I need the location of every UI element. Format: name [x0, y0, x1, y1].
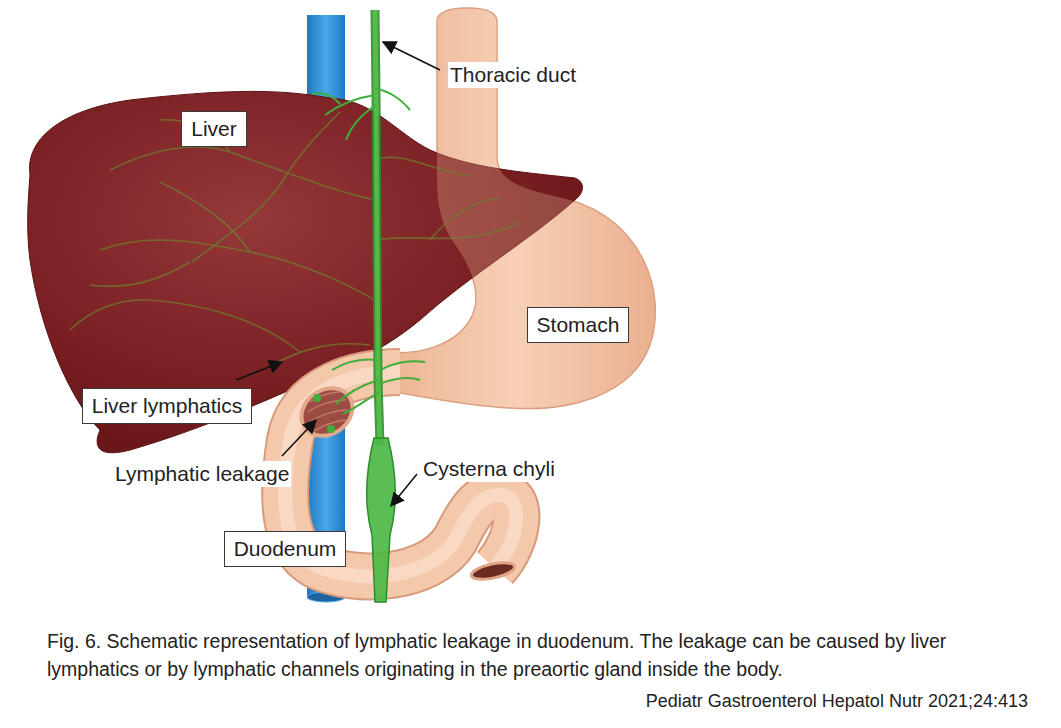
figure-caption: Fig. 6. Schematic representation of lymp…	[47, 627, 1042, 683]
duodenum-cut-section	[292, 378, 361, 445]
liver-lymphatic	[160, 182, 250, 252]
callout-label: Cysterna chyli	[421, 456, 557, 482]
liver-lymphatic	[375, 222, 520, 240]
organ-label: Duodenum	[234, 535, 337, 562]
liver-lymphatic	[375, 157, 470, 176]
liver-lymphatic	[100, 240, 375, 300]
label-box: Liver	[181, 111, 247, 146]
lymph-branch	[312, 93, 340, 104]
liver-lymphatic	[430, 198, 500, 240]
jejunum-opening	[470, 560, 516, 583]
lymph-branch	[346, 105, 376, 140]
label-box: Duodenum	[224, 531, 347, 566]
lymph-branch	[380, 361, 425, 370]
leader-arrow	[383, 42, 440, 70]
lymph-branch	[336, 380, 378, 404]
leader-arrow	[282, 420, 316, 456]
lymph-branch	[379, 378, 420, 384]
callout-label: Lymphatic leakage	[113, 461, 291, 487]
lymph-branch	[332, 359, 377, 370]
lymph-branch	[375, 88, 410, 110]
leader-arrow	[391, 474, 417, 506]
organ-label: Liver lymphatics	[92, 392, 243, 419]
cisterna-chyli	[367, 438, 395, 602]
callout-label: Thoracic duct	[448, 62, 578, 88]
leakage-spot	[327, 425, 335, 433]
leader-arrow	[236, 362, 282, 380]
stomach-through-liver	[378, 8, 655, 409]
lymph-branch	[343, 392, 379, 414]
leakage-spot	[313, 394, 321, 402]
organ-label: Liver	[191, 115, 237, 142]
liver-lymphatic	[70, 300, 300, 352]
label-box: Liver lymphatics	[82, 388, 253, 423]
liver-lymphatic	[192, 112, 340, 262]
liver-lymphatic	[90, 262, 190, 286]
liver-lymphatic	[110, 147, 375, 200]
organ-label: Stomach	[537, 311, 620, 338]
label-box: Stomach	[527, 307, 630, 342]
citation: Pediatr Gastroenterol Hepatol Nutr 2021;…	[644, 690, 1030, 713]
